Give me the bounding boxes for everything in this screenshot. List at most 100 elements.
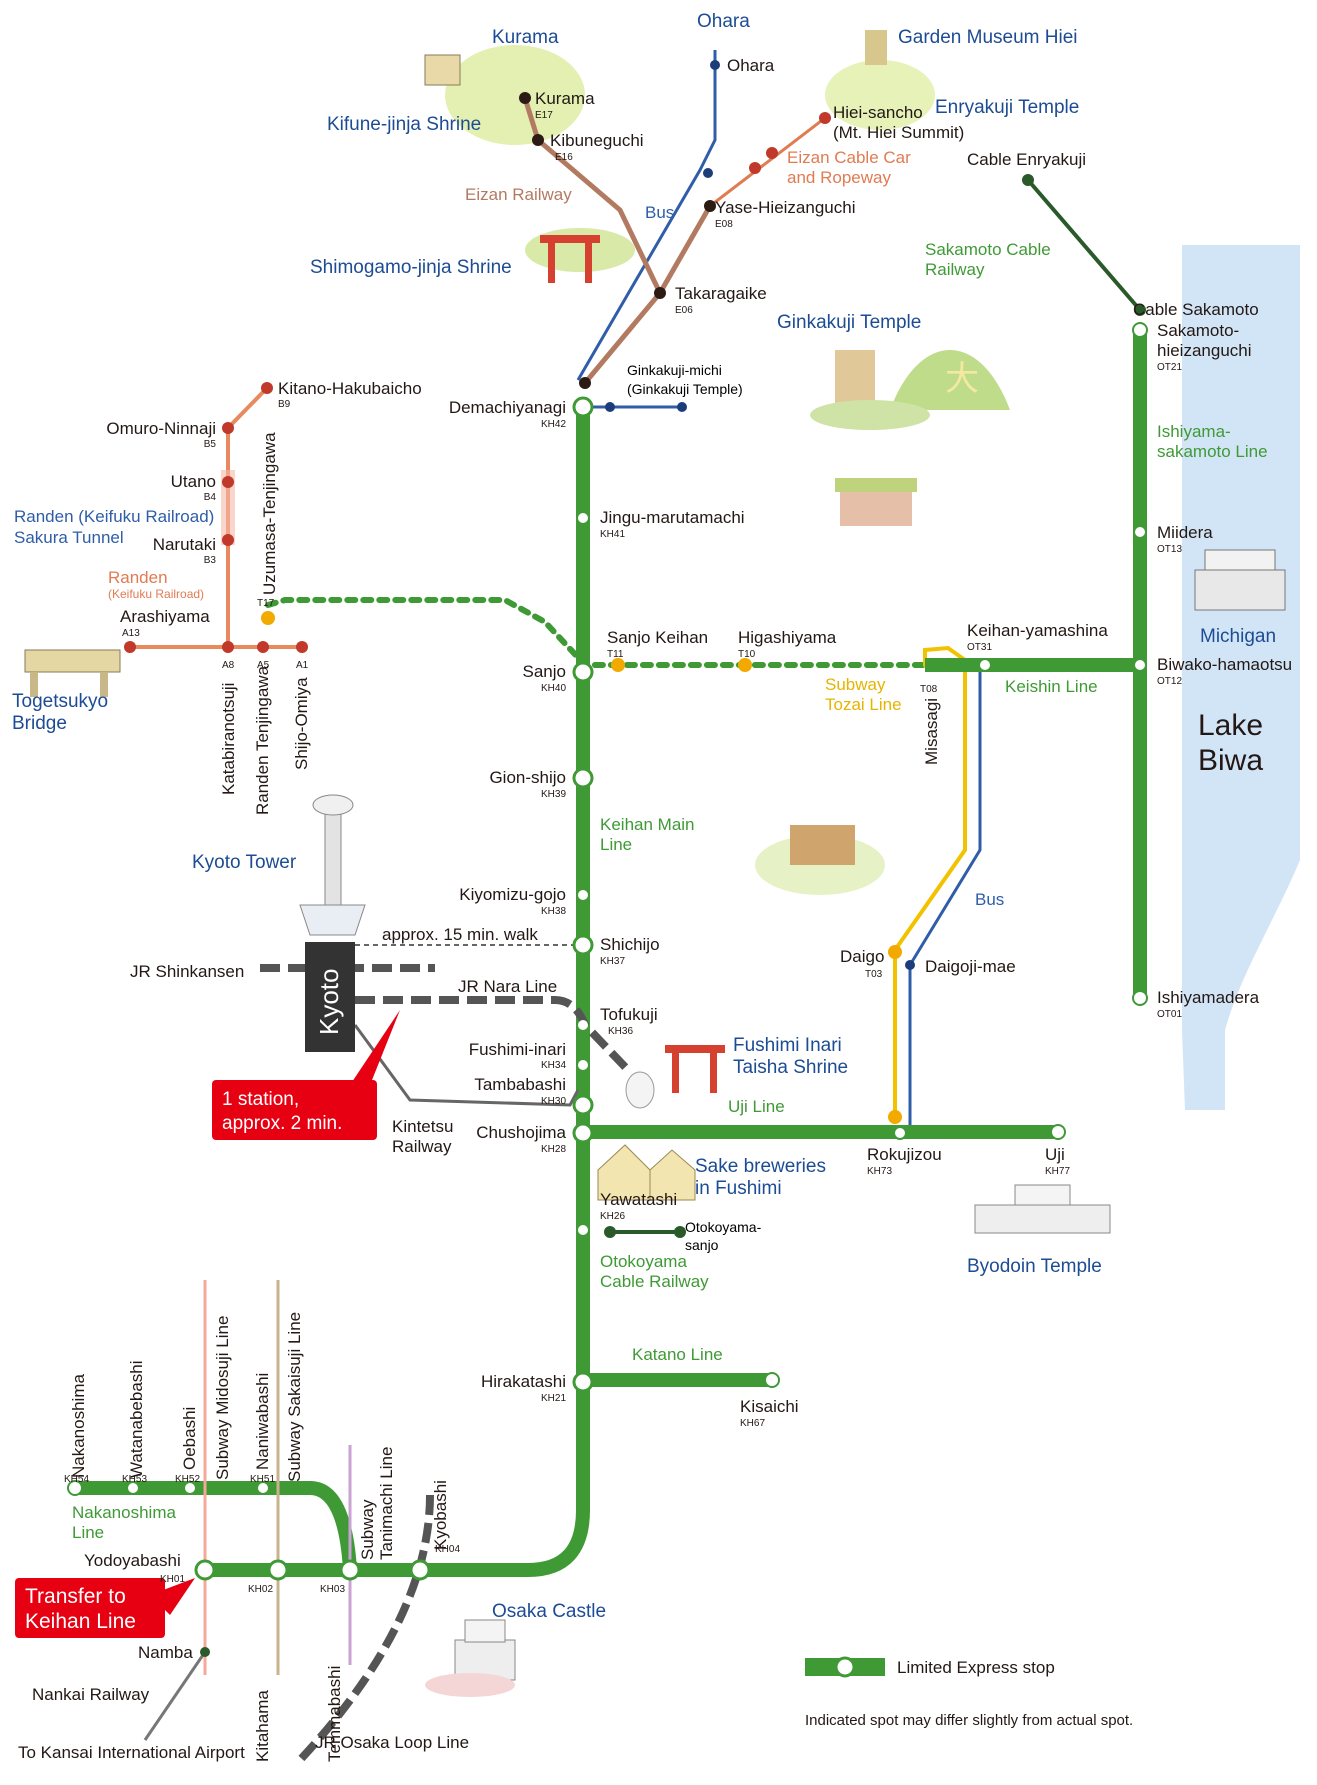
tanimachi-label-2: Tanimachi Line — [377, 1447, 396, 1560]
station-shichijo: Shichijo — [600, 935, 660, 954]
station-utano: Utano — [171, 472, 216, 491]
station-marker-demachiyanagi[interactable] — [572, 396, 594, 418]
kyoto-station-block[interactable] — [305, 942, 355, 1052]
station-marker-temmabashi[interactable] — [339, 1559, 361, 1581]
station-randen-tenjingawa: Randen Tenjingawa — [253, 665, 272, 815]
svg-text:KH42: KH42 — [541, 419, 566, 430]
station-marker-gion-shijo[interactable] — [572, 767, 594, 789]
svg-text:KH37: KH37 — [600, 956, 625, 967]
station-marker-yawatashi[interactable] — [578, 1225, 588, 1235]
svg-text:OT12: OT12 — [1157, 676, 1182, 687]
tanimachi-label-1: Subway — [358, 1499, 377, 1560]
nakanoshima-line-label-1: Nakanoshima — [72, 1503, 176, 1522]
nankai-label: Nankai Railway — [32, 1685, 150, 1704]
station-omuro: Omuro-Ninnaji — [106, 419, 216, 438]
poi-ginkakuji: Ginkakuji Temple — [777, 312, 921, 333]
station-marker-chushojima[interactable] — [572, 1122, 594, 1144]
station-chushojima: Chushojima — [476, 1123, 566, 1142]
station-marker-jingu[interactable] — [578, 513, 588, 523]
station-marker-yodoyabashi[interactable] — [194, 1559, 216, 1581]
garden-museum-illustration — [825, 30, 935, 130]
station-kitahama: Kitahama — [253, 1690, 272, 1762]
svg-text:KH04: KH04 — [435, 1544, 460, 1555]
station-kibuneguchi: Kibuneguchi — [550, 131, 644, 150]
station-narutaki: Narutaki — [153, 535, 216, 554]
station-marker-watanabebashi[interactable] — [126, 1481, 140, 1495]
sakamoto-cable-label-2: Railway — [925, 260, 985, 279]
station-demachiyanagi: Demachiyanagi — [449, 398, 566, 417]
svg-text:KH73: KH73 — [867, 1166, 892, 1177]
station-higashiyama: Higashiyama — [738, 628, 837, 647]
svg-text:大: 大 — [945, 359, 979, 399]
keishin-line-label: Keishin Line — [1005, 677, 1098, 696]
temple-illustration — [835, 478, 917, 526]
station-marker-kyobashi[interactable] — [409, 1559, 431, 1581]
station-marker-sakamoto-hieizanguchi[interactable] — [1132, 322, 1148, 338]
keihan-main-line — [75, 330, 1147, 1577]
poi-garden-museum: Garden Museum Hiei — [898, 27, 1078, 48]
station-uji: Uji — [1045, 1145, 1065, 1164]
station-tambabashi: Tambabashi — [474, 1075, 566, 1094]
station-marker-biwako-hamaotsu[interactable] — [1133, 658, 1147, 672]
bus-lines — [576, 50, 982, 1130]
station-marker-uji[interactable] — [1050, 1124, 1066, 1140]
station-fushimi-inari: Fushimi-inari — [469, 1040, 566, 1059]
kyoto-station-label: Kyoto — [314, 969, 344, 1036]
station-marker-rokujizou[interactable] — [893, 1126, 907, 1140]
station-otokoyama-sanjo: Otokoyama- — [685, 1219, 762, 1235]
poi-kurama: Kurama — [492, 27, 559, 48]
station-marker-kisaichi[interactable] — [764, 1372, 780, 1388]
station-marker-fushimi-inari[interactable] — [578, 1060, 588, 1070]
station-temmabashi: Temmabashi — [325, 1666, 344, 1762]
station-marker-shichijo[interactable] — [572, 934, 594, 956]
station-katabiranotsuji: Katabiranotsuji — [219, 683, 238, 795]
svg-text:KH03: KH03 — [320, 1584, 345, 1595]
otokoyama-label-2: Cable Railway — [600, 1272, 709, 1291]
svg-text:A5: A5 — [257, 660, 270, 671]
lake-biwa — [1182, 245, 1300, 1110]
katano-line-label: Katano Line — [632, 1345, 723, 1364]
station-marker-kiyomizu[interactable] — [578, 890, 588, 900]
station-misasagi: Misasagi — [922, 698, 941, 765]
svg-text:OT31: OT31 — [967, 642, 992, 653]
eizan-cable-line — [709, 116, 826, 208]
legend-note: Indicated spot may differ slightly from … — [805, 1712, 1133, 1729]
callout-pointer — [350, 1010, 400, 1090]
svg-text:KH53: KH53 — [122, 1474, 147, 1485]
station-ishiyamadera: Ishiyamadera — [1157, 988, 1260, 1007]
kurama-illustration — [424, 45, 585, 145]
station-marker-miidera[interactable] — [1135, 527, 1145, 537]
keihan-main-label-1: Keihan Main — [600, 815, 695, 834]
station-marker-tambabashi[interactable] — [572, 1094, 594, 1116]
togetsukyo-illustration — [24, 649, 121, 697]
station-marker-nakanoshima[interactable] — [67, 1480, 83, 1496]
station-marker-naniwabashi[interactable] — [256, 1481, 270, 1495]
station-biwako-hamaotsu: Biwako-hamaotsu — [1157, 655, 1292, 674]
poi-kifune: Kifune-jinja Shrine — [327, 114, 481, 135]
airport-label: To Kansai International Airport — [18, 1743, 245, 1762]
svg-text:A8: A8 — [222, 660, 235, 671]
station-marker-oebashi[interactable] — [183, 1481, 197, 1495]
station-marker-sanjo[interactable] — [572, 661, 594, 683]
svg-text:KH51: KH51 — [250, 1474, 275, 1485]
svg-text:KH41: KH41 — [600, 529, 625, 540]
svg-text:T17: T17 — [257, 598, 275, 609]
svg-text:A13: A13 — [122, 628, 140, 639]
randen-label-2: (Keifuku Railroad) — [108, 587, 204, 601]
station-rokujizou: Rokujizou — [867, 1145, 942, 1164]
poi-fushimi-2: Taisha Shrine — [733, 1057, 848, 1078]
callout-kintetsu — [212, 1080, 377, 1140]
ginkakuji-illustration: 大 — [810, 350, 1010, 430]
svg-text:E16: E16 — [555, 152, 573, 163]
station-marker-ishiyamadera[interactable] — [1132, 990, 1148, 1006]
station-marker-keihan-yamashina[interactable] — [978, 658, 992, 672]
sakura-tunnel-mark — [221, 470, 235, 545]
poi-osaka-castle: Osaka Castle — [492, 1601, 606, 1622]
station-hirakatashi: Hirakatashi — [481, 1372, 566, 1391]
station-marker-kitahama[interactable] — [267, 1559, 289, 1581]
poi-sake-2: in Fushimi — [695, 1178, 782, 1199]
station-marker-hirakatashi[interactable] — [572, 1371, 594, 1393]
station-kurama: Kurama — [535, 89, 595, 108]
station-marker-tofukuji[interactable] — [578, 1020, 588, 1030]
svg-text:B4: B4 — [204, 492, 217, 503]
